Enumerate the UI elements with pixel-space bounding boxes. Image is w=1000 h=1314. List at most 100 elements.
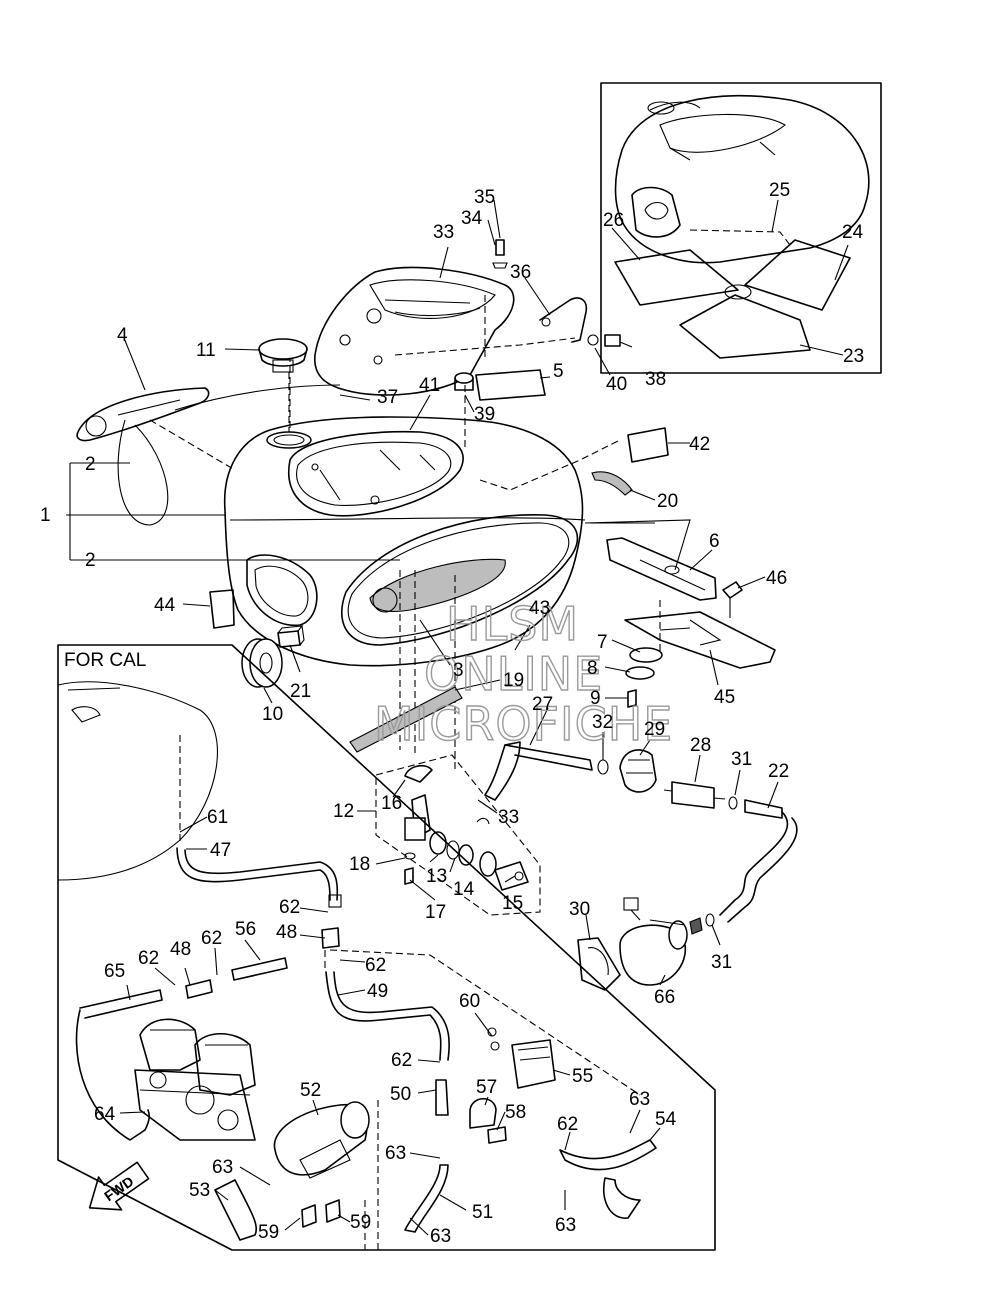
- for-cal-label: FOR CAL: [64, 650, 146, 671]
- callout-41: 41: [419, 375, 440, 396]
- callout-24: 24: [842, 222, 864, 243]
- callout-35: 35: [474, 187, 495, 208]
- watermark-line-2: ONLINE: [424, 647, 603, 701]
- callout-43: 43: [529, 598, 550, 619]
- callout-50: 50: [390, 1084, 411, 1105]
- callout-46: 46: [766, 568, 787, 589]
- leader-lines: [66, 199, 779, 1236]
- callout-47: 47: [210, 840, 231, 861]
- decal-5: [475, 369, 546, 401]
- callout-34: 34: [461, 208, 483, 229]
- callout-33: 33: [433, 222, 454, 243]
- callout-38: 38: [645, 369, 666, 390]
- callout-63: 63: [555, 1215, 576, 1236]
- callout-15: 15: [502, 893, 523, 914]
- callout-59: 59: [350, 1212, 371, 1233]
- callout-40: 40: [606, 374, 627, 395]
- callout-31: 31: [731, 749, 752, 770]
- callout-23: 23: [843, 346, 864, 367]
- callout-65: 65: [104, 961, 125, 982]
- callout-1: 1: [40, 505, 51, 526]
- callout-48: 48: [276, 922, 297, 943]
- callout-33: 33: [498, 807, 519, 828]
- part-21: [277, 624, 305, 648]
- decal-42: [627, 427, 669, 463]
- callout-51: 51: [472, 1202, 493, 1223]
- forward-arrow: FWD: [88, 1161, 150, 1211]
- callout-36: 36: [510, 262, 531, 283]
- callout-62: 62: [391, 1050, 412, 1071]
- callout-8: 8: [587, 658, 598, 679]
- callout-26: 26: [603, 210, 624, 231]
- cover-bracket: [492, 239, 621, 347]
- callout-52: 52: [300, 1080, 321, 1101]
- callout-19: 19: [503, 670, 524, 691]
- fuel-line-hoses: [484, 741, 798, 927]
- callouts: 1 2 2 3 4 5 6 7 8 9 10 11 12 13 14 15 16…: [40, 180, 864, 1247]
- callout-62: 62: [557, 1114, 578, 1135]
- callout-53: 53: [189, 1180, 210, 1201]
- callout-3: 3: [453, 660, 464, 681]
- part-44: [209, 589, 235, 629]
- for-cal-region: [57, 644, 716, 1251]
- watermark-line-1: HLSM: [446, 597, 579, 651]
- callout-55: 55: [572, 1066, 593, 1087]
- callout-62: 62: [365, 955, 386, 976]
- fuel-cap: [258, 338, 308, 440]
- callout-59: 59: [258, 1222, 279, 1243]
- callout-14: 14: [453, 879, 475, 900]
- callout-62: 62: [279, 897, 300, 918]
- callout-37: 37: [377, 387, 398, 408]
- callout-9: 9: [590, 688, 601, 709]
- callout-25: 25: [769, 180, 790, 201]
- callout-39: 39: [474, 404, 495, 425]
- fuel-tank: [223, 416, 621, 770]
- tank-emblem-left: [76, 384, 341, 526]
- callout-21: 21: [290, 681, 311, 702]
- grommet-39: [454, 372, 474, 391]
- callout-5: 5: [553, 361, 564, 382]
- callout-28: 28: [690, 735, 711, 756]
- callout-31: 31: [711, 952, 732, 973]
- callout-7: 7: [597, 632, 608, 653]
- callout-17: 17: [425, 902, 446, 923]
- watermark-line-3: MICROFICHE: [374, 697, 673, 751]
- callout-57: 57: [476, 1077, 497, 1098]
- watermark: HLSM ONLINE MICROFICHE: [373, 596, 673, 751]
- callout-11: 11: [196, 340, 216, 361]
- callout-66: 66: [654, 987, 675, 1008]
- inset-tank-pads: [600, 82, 882, 374]
- callout-4: 4: [117, 325, 128, 346]
- callout-27: 27: [532, 694, 553, 715]
- part-20: [591, 471, 633, 496]
- callout-6: 6: [709, 531, 720, 552]
- callout-12: 12: [333, 801, 354, 822]
- callout-29: 29: [644, 719, 665, 740]
- fuel-pump: [577, 897, 703, 991]
- callout-42: 42: [689, 434, 710, 455]
- callout-64: 64: [94, 1104, 116, 1125]
- callout-2: 2: [85, 550, 96, 571]
- callout-32: 32: [592, 712, 613, 733]
- callout-63: 63: [430, 1226, 451, 1247]
- fuel-cock-assembly: [349, 686, 541, 916]
- callout-61: 61: [207, 807, 228, 828]
- rear-mount-bracket: [606, 537, 776, 708]
- callout-2: 2: [85, 454, 96, 475]
- callout-56: 56: [235, 919, 256, 940]
- callout-18: 18: [349, 854, 370, 875]
- callout-63: 63: [629, 1089, 650, 1110]
- part-10: [241, 638, 283, 688]
- callout-30: 30: [569, 899, 590, 920]
- callout-10: 10: [262, 704, 283, 725]
- callout-16: 16: [381, 793, 402, 814]
- callout-54: 54: [655, 1109, 677, 1130]
- callout-62: 62: [138, 948, 159, 969]
- callout-58: 58: [505, 1102, 526, 1123]
- callout-63: 63: [385, 1143, 406, 1164]
- callout-20: 20: [657, 491, 678, 512]
- callout-45: 45: [714, 687, 735, 708]
- callout-13: 13: [426, 866, 447, 887]
- tank-top-cover: [289, 266, 576, 450]
